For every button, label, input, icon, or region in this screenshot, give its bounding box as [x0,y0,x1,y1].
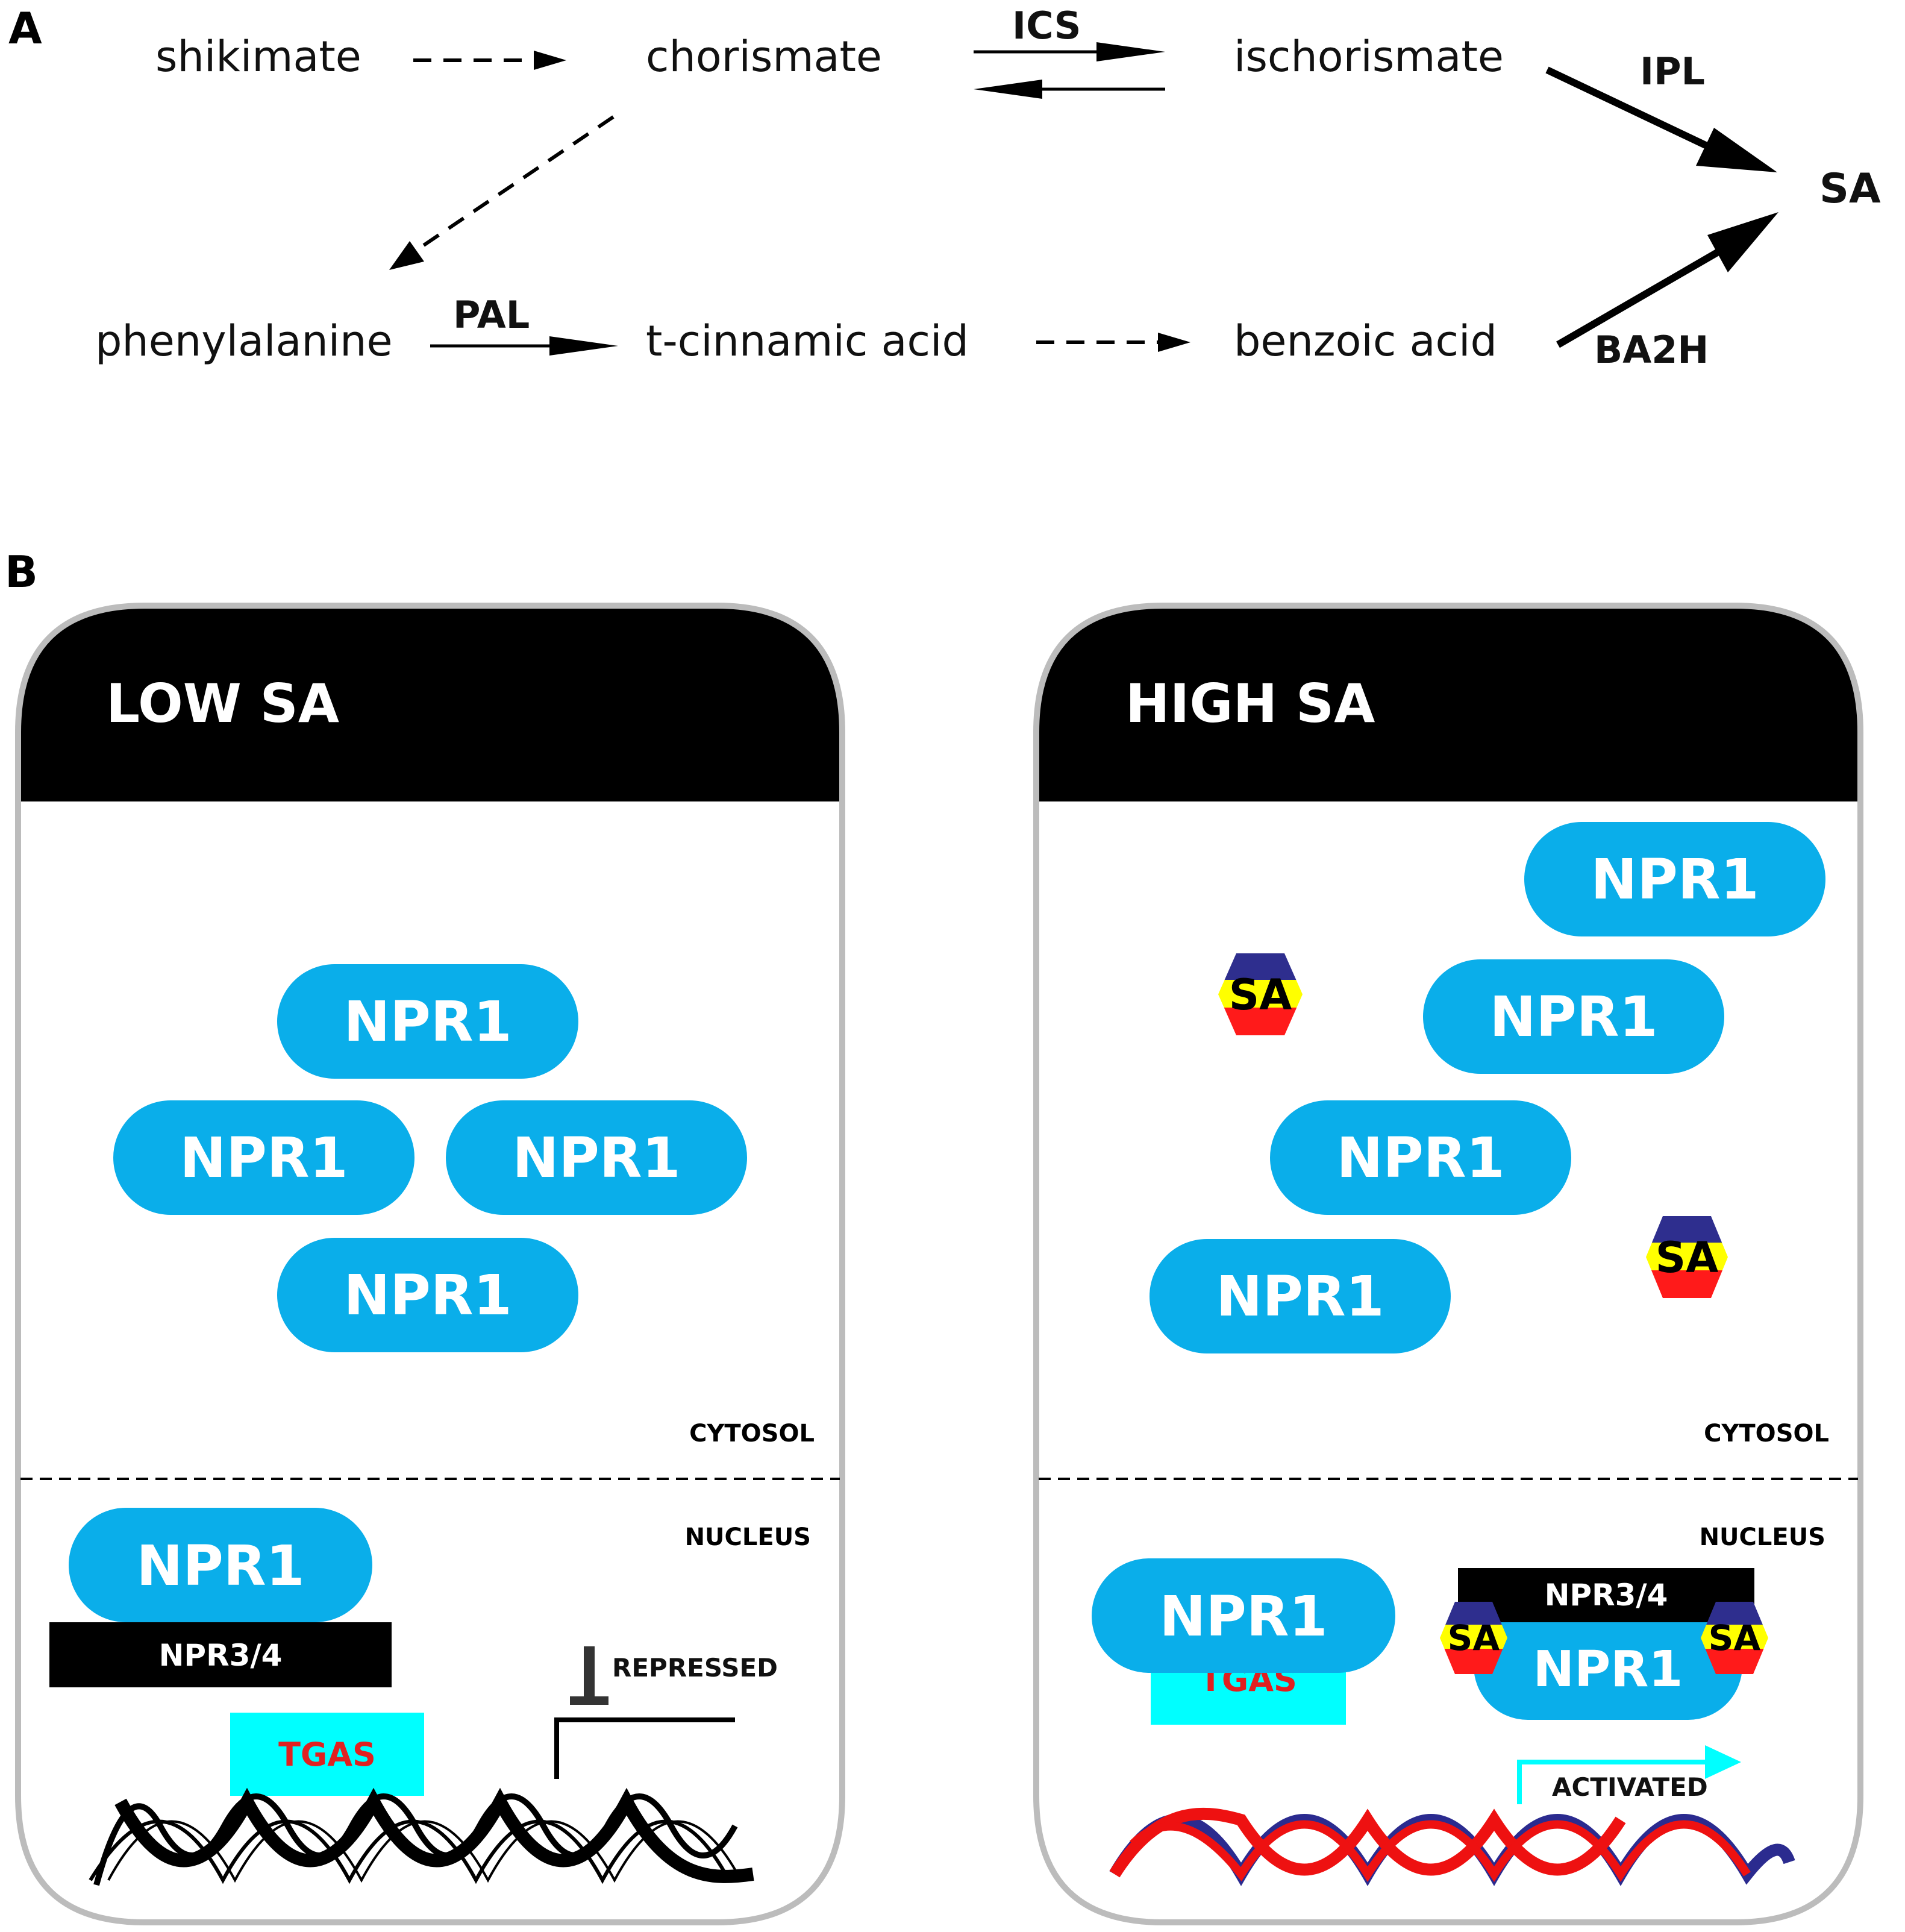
nuclear-npr1-protein: NPR1 [69,1508,372,1622]
panel-b: B LOW SA NPR1 NPR1 NPR1 NPR1 C [5,547,1863,1925]
compound-ischorismate: ischorismate [1234,32,1504,81]
compound-chorismate: chorismate [646,32,882,81]
svg-text:NPR1: NPR1 [343,1263,511,1328]
sa-molecule-icon: SA [1218,953,1303,1035]
svg-text:NPR1: NPR1 [1489,985,1657,1049]
bound-npr1-protein: NPR1 [1474,1605,1742,1720]
svg-text:NPR1: NPR1 [136,1534,304,1598]
compound-shikimate: shikimate [155,32,361,81]
compound-phenylalanine: phenylalanine [95,316,393,366]
npr34-bar: NPR3/4 [1458,1568,1754,1622]
npr34-bar: NPR3/4 [49,1622,392,1687]
svg-text:NPR3/4: NPR3/4 [159,1638,283,1673]
low-sa-cell: LOW SA NPR1 NPR1 NPR1 NPR1 CYTOSOL NUCLE… [15,603,845,1925]
tgas-box: TGAS [230,1713,424,1796]
activated-label: ACTIVATED [1552,1772,1708,1802]
svg-text:SA: SA [1709,1617,1761,1658]
npr1-protein: NPR1 [277,1238,578,1352]
enzyme-pal: PAL [453,293,530,337]
dna-helix [89,1787,754,1886]
high-sa-cell: HIGH SA NPR1 NPR1 NPR1 NPR1 [1033,603,1863,1925]
npr1-protein: NPR1 [1270,1100,1571,1215]
low-sa-title: LOW SA [106,673,339,735]
dna-helix [1109,1807,1795,1886]
npr1-protein: NPR1 [1423,959,1724,1074]
panel-b-label: B [5,547,38,597]
svg-text:NPR1: NPR1 [1591,847,1759,912]
cytosol-label: CYTOSOL [689,1420,815,1447]
svg-text:NPR1: NPR1 [512,1126,680,1190]
compound-benzoic-acid: benzoic acid [1234,316,1497,366]
activated-arrow-icon [1517,1745,1741,1804]
npr1-protein: NPR1 [277,964,578,1079]
arrow-chorismate-phenylalanine [389,115,615,270]
arrow-ics-forward [974,42,1165,61]
svg-text:NPR1: NPR1 [343,990,511,1054]
cytosol-label: CYTOSOL [1704,1420,1829,1447]
svg-text:SA: SA [1656,1233,1719,1282]
high-sa-title: HIGH SA [1125,673,1375,735]
compound-sa: SA [1819,165,1881,213]
svg-text:NPR3/4: NPR3/4 [1545,1578,1668,1613]
arrow-ics-reverse [974,80,1165,99]
npr1-protein: NPR1 [113,1100,414,1215]
svg-text:NPR1: NPR1 [1336,1126,1504,1190]
arrow-pal [430,336,618,356]
compound-t-cinnamic-acid: t-cinnamic acid [646,316,969,366]
svg-text:NPR1: NPR1 [180,1126,348,1190]
arrow-ipl [1545,66,1777,172]
nuclear-npr1-protein: NPR1 [1092,1558,1395,1673]
panel-a: A shikimate chorismate ischorismate SA p… [8,3,1881,372]
svg-text:TGAS: TGAS [278,1736,376,1774]
panel-a-label: A [8,3,42,54]
enzyme-ics: ICS [1012,4,1081,48]
nucleus-label: NUCLEUS [685,1523,811,1551]
repressed-label: REPRESSED [612,1653,778,1683]
svg-text:NPR1: NPR1 [1159,1584,1327,1649]
enzyme-ba2h: BA2H [1594,328,1709,372]
svg-text:SA: SA [1448,1617,1500,1658]
enzyme-ipl: IPL [1640,49,1705,93]
svg-text:SA: SA [1229,970,1292,1020]
npr1-protein: NPR1 [1524,822,1825,936]
nucleus-label: NUCLEUS [1700,1523,1825,1551]
npr1-protein: NPR1 [1150,1239,1451,1353]
bound-sa-molecule-icon: SA [1701,1602,1768,1674]
arrow-cinnamic-benzoic [1036,333,1190,352]
sa-molecule-icon: SA [1646,1216,1728,1298]
arrow-shikimate-chorismate [413,51,566,70]
svg-text:NPR1: NPR1 [1533,1641,1683,1698]
arrow-ba2h [1556,212,1778,348]
repressed-promoter-icon [554,1646,735,1779]
npr1-protein: NPR1 [446,1100,747,1215]
svg-text:NPR1: NPR1 [1216,1264,1384,1329]
